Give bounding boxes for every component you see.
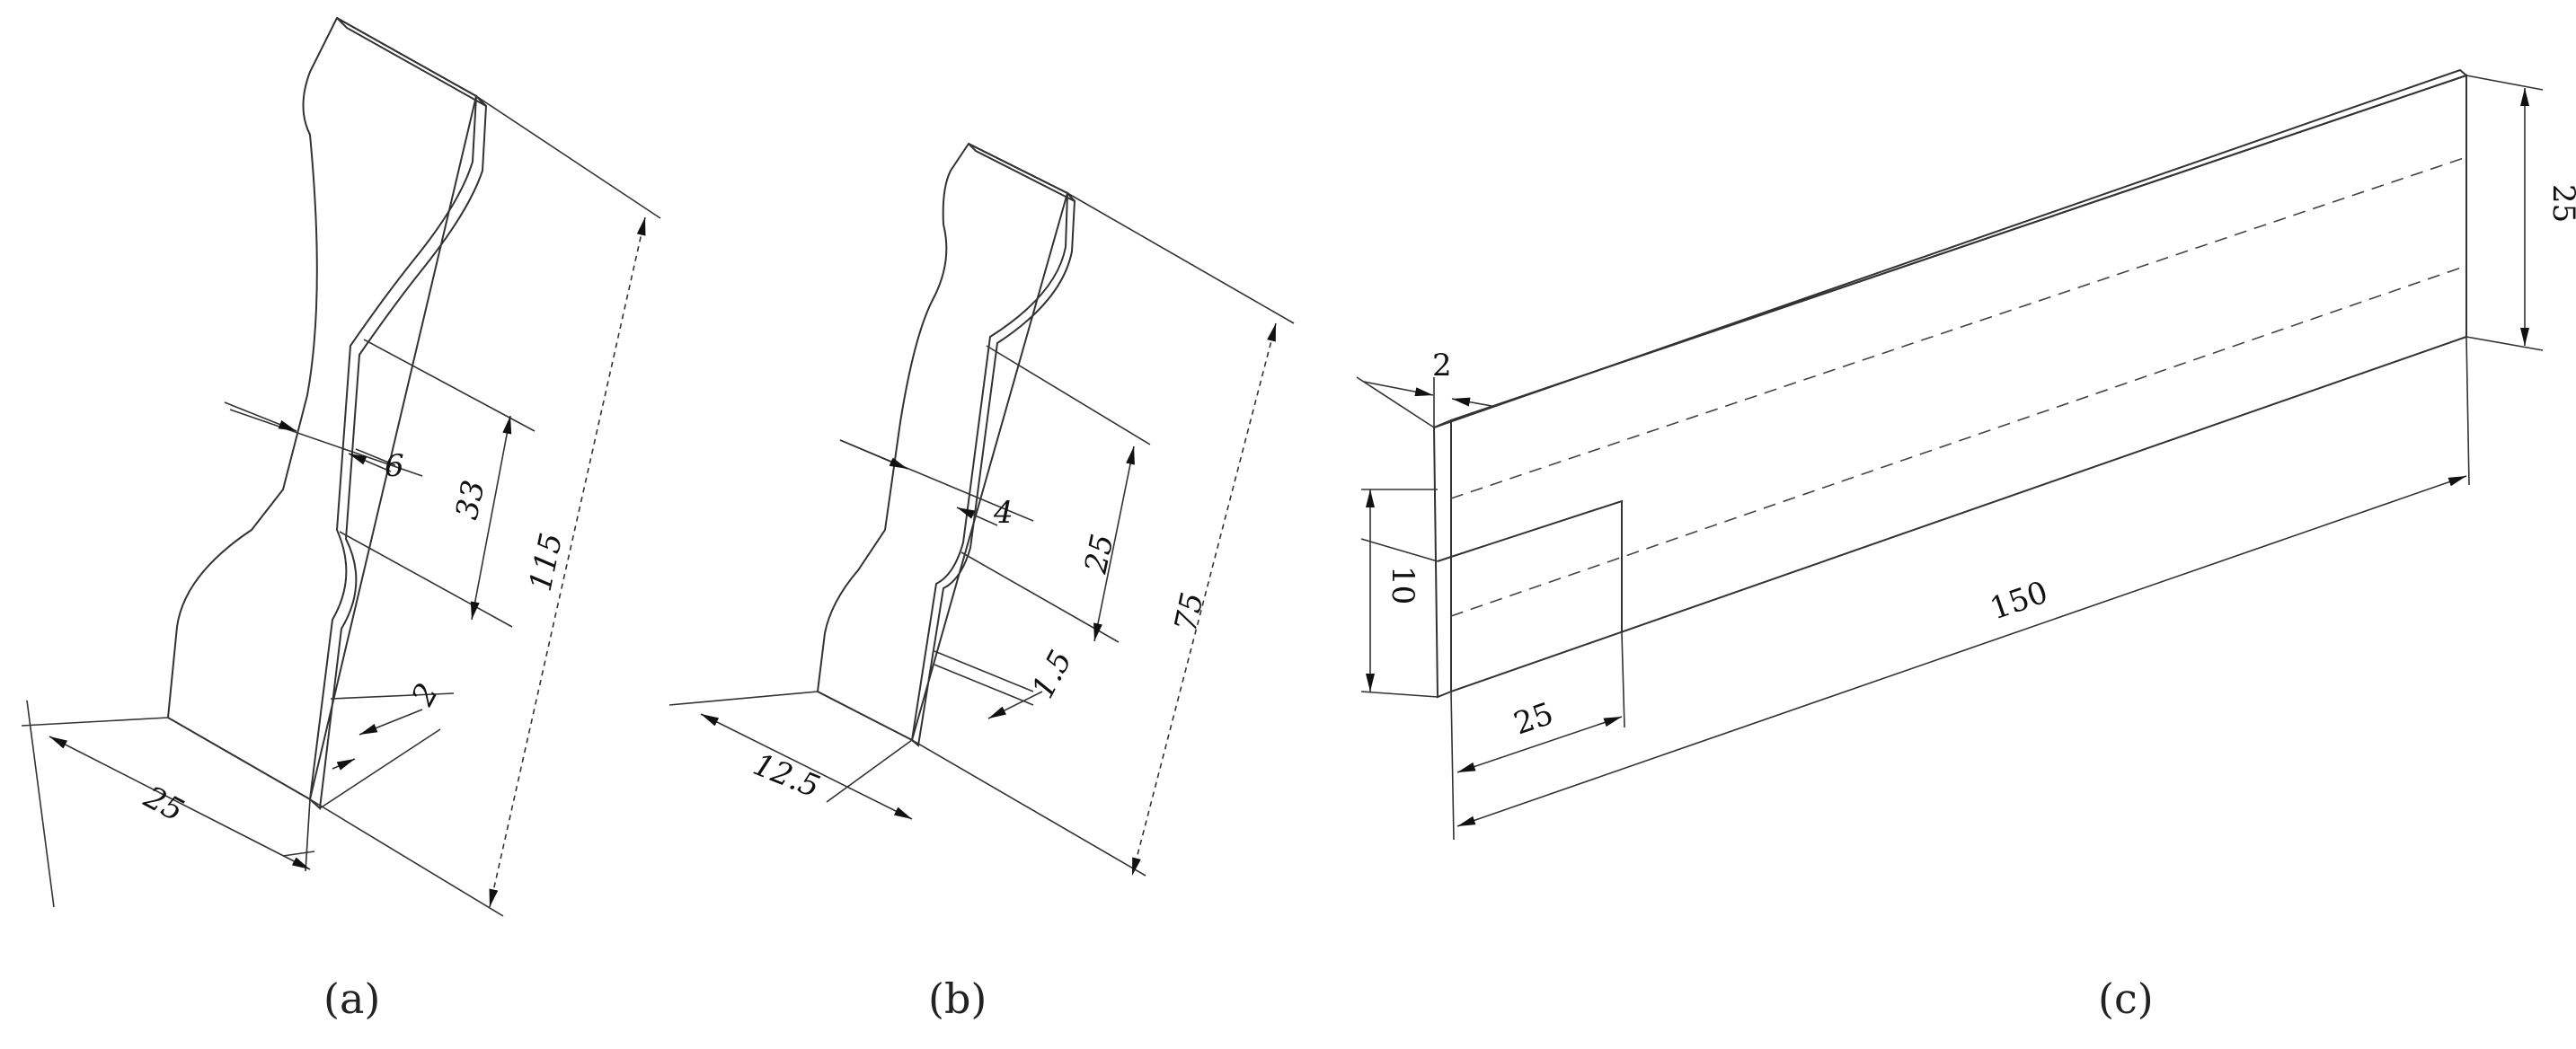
specimen-b: 12.5 1.5 4 25 75 (b) xyxy=(668,142,1295,1023)
specimen-c-face xyxy=(1450,74,2467,693)
dim-arrow-c-thickness xyxy=(1363,381,1434,397)
caption-b: (b) xyxy=(928,974,987,1023)
dim-arrow-c-length xyxy=(1456,475,2467,827)
dim-b-width: 12.5 xyxy=(748,746,825,805)
dim-b-gauge-length: 25 xyxy=(1077,531,1120,577)
dim-arrow-b-gauge-width xyxy=(839,439,908,470)
specimen-b-face xyxy=(816,142,1069,742)
specimen-c-hidden-1 xyxy=(1450,156,2467,499)
dim-a-thickness: 2 xyxy=(404,677,446,712)
specimen-a-side xyxy=(308,94,488,811)
specimen-c-joint xyxy=(1437,556,1452,562)
specimen-a: 25 2 6 33 115 (a) xyxy=(21,16,661,1023)
dim-arrow-a-gauge xyxy=(470,415,512,621)
dim-arrow-a-gauge-width xyxy=(224,401,297,432)
dim-arrow-c-thickness-2 xyxy=(1451,397,1492,407)
dim-c-length: 150 xyxy=(1986,575,2052,628)
caption-c: (c) xyxy=(2098,974,2154,1023)
specimen-b-side xyxy=(910,190,1076,747)
dim-c-thickness: 2 xyxy=(1432,348,1452,383)
dim-lines-a xyxy=(21,95,661,917)
dim-arrow-a-width xyxy=(49,736,311,870)
specimen-a-face xyxy=(166,16,478,801)
dim-a-gauge-width: 6 xyxy=(385,448,404,484)
dim-c-overlap: 25 xyxy=(1509,696,1558,743)
dim-arrow-b-gauge-width-2 xyxy=(956,507,998,526)
dim-arrow-c-overlap xyxy=(1456,716,1623,773)
dim-a-width: 25 xyxy=(137,779,190,829)
dim-arrow-a-thickness-2 xyxy=(332,758,356,771)
specimen-c: 2 25 10 25 150 (c) xyxy=(1356,68,2576,1023)
dim-arrow-b-thickness xyxy=(987,691,1043,719)
dim-arrow-b-width xyxy=(700,713,913,820)
dim-arrow-b-gauge xyxy=(1093,445,1135,642)
caption-a: (a) xyxy=(323,974,380,1023)
dim-arrow-a-length xyxy=(489,216,646,908)
dim-c-height: 10 xyxy=(1385,566,1421,604)
specimen-c-hidden-2 xyxy=(1450,265,2467,617)
dim-lines-c xyxy=(1356,75,2544,841)
dim-b-gauge-width: 4 xyxy=(993,495,1014,531)
dim-b-overall-length: 75 xyxy=(1168,589,1211,635)
dim-arrow-a-gauge-width-2 xyxy=(348,453,392,472)
specimen-c-overlap xyxy=(1450,499,1623,633)
dim-arrow-a-thickness xyxy=(359,709,423,736)
dim-a-gauge-length: 33 xyxy=(449,477,492,523)
dim-c-width: 25 xyxy=(2545,184,2576,223)
dim-lines-b xyxy=(668,192,1295,877)
dim-arrow-b-length xyxy=(1131,322,1277,877)
